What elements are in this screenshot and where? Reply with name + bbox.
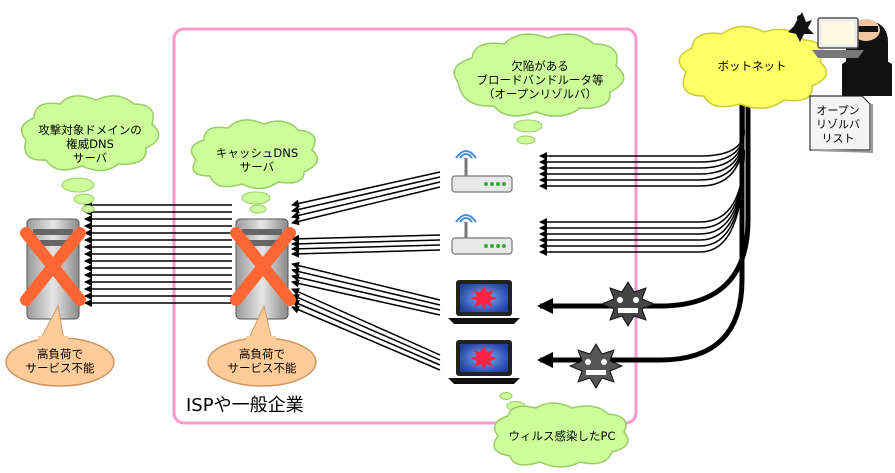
target-dns-label-line3: サーバ: [73, 151, 108, 165]
hacker-icon: [788, 12, 892, 96]
infected-laptop-icon: [448, 340, 520, 384]
router-label-line1: 欠陥がある: [511, 59, 569, 73]
cache-to-target-arrows: [84, 201, 232, 307]
botnet-to-router-arrows: [539, 95, 745, 256]
botnet-to-pc-arrows: [537, 100, 751, 368]
router-to-cache-arrows: [291, 171, 441, 371]
router-1: [451, 150, 513, 193]
cache-dns-label-line2: サーバ: [240, 160, 275, 174]
botnet-cloud: ボットネット: [678, 25, 828, 109]
router-label-line2: ブロードバンドルータ等: [476, 73, 603, 87]
target-dns-server: [20, 218, 86, 320]
infected-pc-cloud: ウィルス感染したPC: [493, 392, 629, 468]
infected-pc-1: [448, 280, 520, 324]
overload-bubble-left: 高負荷で サービス不能: [5, 304, 115, 387]
target-dns-label-line2: 権威DNS: [66, 137, 114, 151]
resolver-list-line1: オープン: [816, 104, 859, 117]
cache-dns-cloud: キャッシュDNS サーバ: [190, 119, 319, 214]
overload-center-line2: サービス不能: [228, 361, 297, 375]
infected-pc-label: ウィルス感染したPC: [509, 429, 616, 443]
target-dns-cloud: 攻撃対象ドメインの 権威DNS サーバ: [20, 95, 160, 213]
wifi-router-icon: [451, 214, 513, 255]
overload-left-line1: 高負荷で: [37, 347, 83, 361]
resolver-list-line3: リスト: [822, 132, 855, 145]
cache-dns-server: [230, 218, 296, 320]
botnet-label: ボットネット: [718, 59, 787, 73]
infected-laptop-icon: [448, 280, 520, 324]
router-2: [451, 214, 513, 255]
overload-left-line2: サービス不能: [26, 361, 95, 375]
overload-bubble-center: 高負荷で サービス不能: [207, 304, 317, 387]
failure-x-mark: [230, 227, 296, 306]
overload-center-line1: 高負荷で: [239, 347, 285, 361]
virus-icon: [600, 281, 656, 327]
router-label-line3: （オープンリゾルバ）: [483, 87, 597, 101]
cache-dns-label-line1: キャッシュDNS: [216, 146, 298, 160]
target-dns-label-line1: 攻撃対象ドメインの: [38, 123, 142, 137]
isp-region-label: ISPや一般企業: [186, 395, 304, 416]
resolver-list-line2: リゾルバ: [816, 118, 860, 131]
virus-icon: [568, 343, 624, 389]
failure-x-mark: [20, 227, 86, 306]
wifi-router-icon: [451, 150, 513, 193]
vulnerable-router-cloud: 欠陥がある ブロードバンドルータ等 （オープンリゾルバ）: [453, 33, 625, 145]
infected-pc-2: [448, 340, 520, 384]
open-resolver-list: オープン リゾルバ リスト: [809, 95, 873, 154]
